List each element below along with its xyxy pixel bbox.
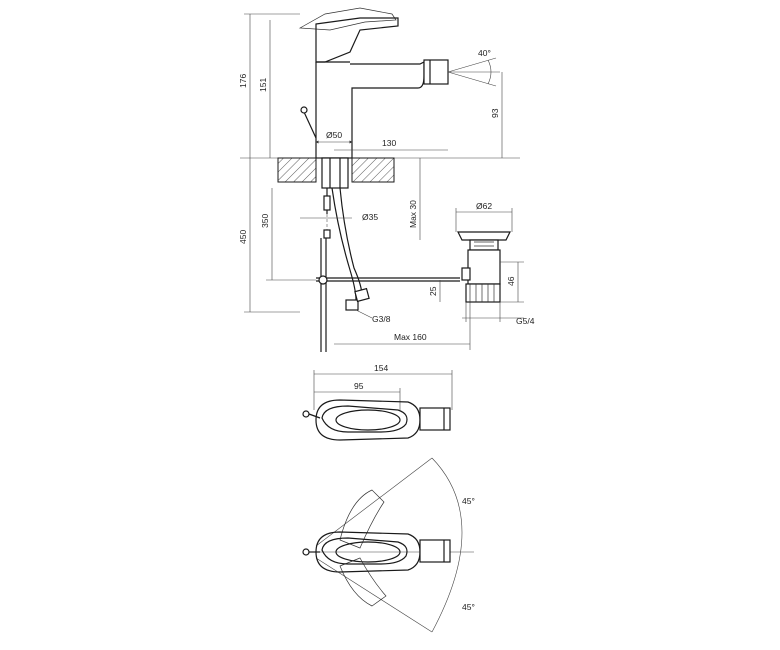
drain-flange [457, 231, 511, 241]
label-g38: G3/8 [372, 314, 391, 324]
lever-raised-outline [298, 7, 397, 31]
rot-spout [419, 539, 451, 563]
label-dim-max160: Max 160 [394, 332, 427, 342]
drain-thread [465, 283, 501, 303]
faucet-side-view: 40° 176 151 93 Ø50 130 [238, 7, 503, 159]
spout-aerator [423, 59, 449, 85]
label-dim-d50: Ø50 [326, 130, 342, 140]
lever-body [315, 17, 399, 63]
top-spout [419, 407, 451, 431]
faucet-rotation-view: 45° 45° [302, 457, 475, 633]
label-dim-46: 46 [506, 276, 516, 286]
countertop-left [277, 157, 317, 183]
label-dim-151: 151 [258, 78, 268, 92]
countertop-right [351, 157, 395, 183]
hose-nut-2 [354, 287, 370, 303]
countertop-section: Max 30 [240, 157, 520, 240]
label-g54: G5/4 [516, 316, 535, 326]
top-lever [321, 405, 408, 433]
faucet-top-view: 154 95 [302, 363, 453, 441]
label-dim-130: 130 [382, 138, 396, 148]
label-dim-154: 154 [374, 363, 388, 373]
hose-nut-1 [345, 299, 359, 311]
label-angle-45-bottom: 45° [462, 602, 475, 612]
hoses-assembly: Ø35 G3/8 450 350 Max 160 [238, 158, 471, 352]
label-angle-45-top: 45° [462, 496, 475, 506]
faucet-body [315, 61, 425, 159]
drain-body [467, 249, 501, 285]
shank [321, 157, 349, 189]
label-dim-176: 176 [238, 74, 248, 88]
label-dim-450: 450 [238, 230, 248, 244]
hose-1 [331, 187, 357, 301]
label-dim-350: 350 [260, 214, 270, 228]
label-angle-40: 40° [478, 48, 491, 58]
top-body [315, 399, 421, 441]
drain-waste: Ø62 46 25 G5/4 [428, 201, 535, 326]
hose-2 [339, 187, 363, 297]
label-dim-d35: Ø35 [362, 212, 378, 222]
ghost-lever-down [339, 557, 387, 607]
label-dim-d62: Ø62 [476, 201, 492, 211]
ghost-lever-up [339, 489, 385, 549]
label-dim-25: 25 [428, 286, 438, 296]
popup-rod [303, 111, 317, 139]
label-dim-93: 93 [490, 108, 500, 118]
label-dim-95: 95 [354, 381, 364, 391]
label-dim-max30: Max 30 [408, 200, 418, 228]
